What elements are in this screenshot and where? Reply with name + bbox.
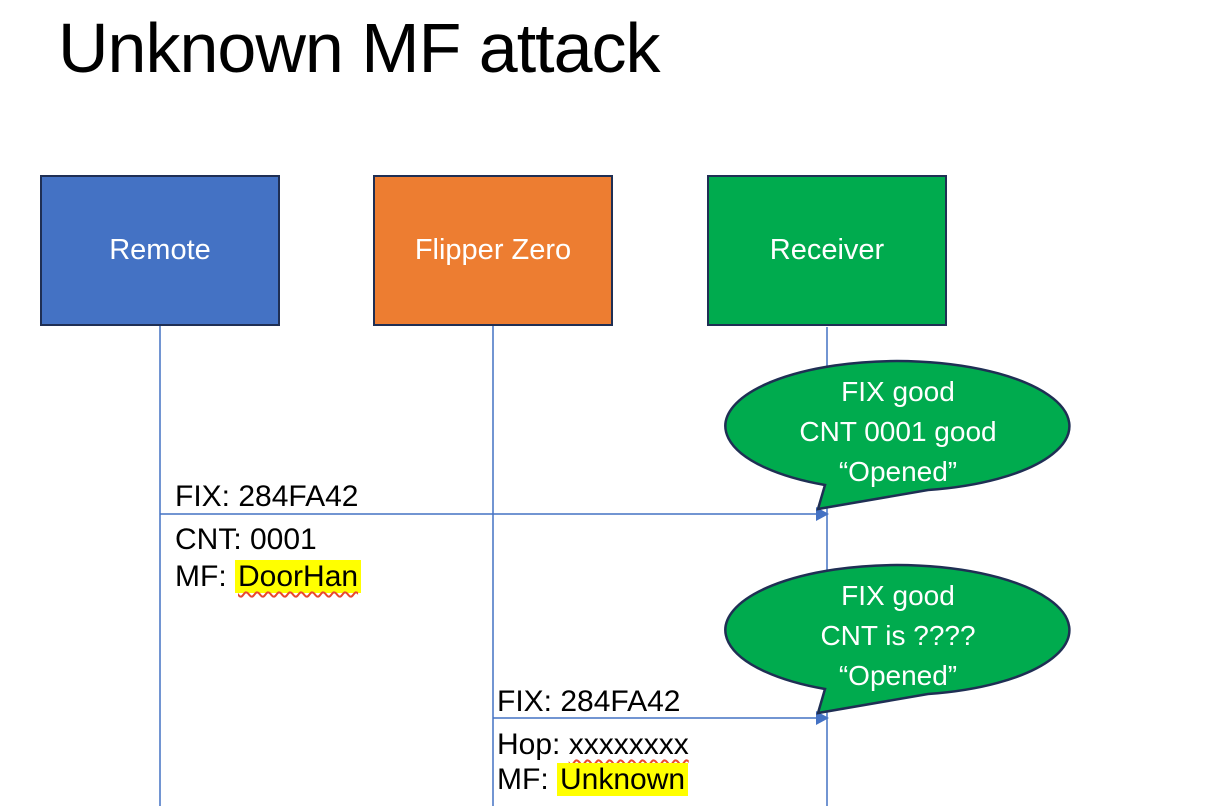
- message-2-line-3: MF: Unknown: [497, 763, 689, 797]
- message-2-line-3-prefix: MF:: [497, 763, 557, 796]
- callout-2-text: FIX good CNT is ???? “Opened”: [733, 576, 1063, 696]
- callout-2-line-1: FIX good: [841, 580, 955, 611]
- callout-2-line-2: CNT is ????: [820, 620, 976, 651]
- callout-bubble-1: [724, 359, 1071, 511]
- message-2-line-2: Hop: xxxxxxxx: [497, 728, 689, 762]
- callout-1-line-2: CNT 0001 good: [799, 416, 997, 447]
- message-1-line-3-highlighted-value: DoorHan: [235, 560, 362, 593]
- callout-2-line-3: “Opened”: [838, 660, 958, 691]
- callout-1-line-1: FIX good: [841, 376, 955, 407]
- message-1-line-3-prefix: MF:: [175, 560, 235, 593]
- message-1-line-2: CNT: 0001: [175, 523, 317, 556]
- actor-label-remote: Remote: [109, 234, 211, 266]
- message-2-line-1: FIX: 284FA42: [497, 685, 681, 718]
- callout-1-text: FIX good CNT 0001 good “Opened”: [733, 372, 1063, 492]
- message-arrow-1-head: [816, 507, 829, 521]
- actor-label-receiver: Receiver: [769, 234, 885, 266]
- message-1-line-1: FIX: 284FA42: [175, 480, 359, 513]
- actor-box-remote: Remote: [40, 175, 280, 326]
- actor-box-flipper-zero: Flipper Zero: [373, 175, 613, 326]
- slide-title: Unknown MF attack: [58, 9, 661, 87]
- message-arrow-2-head: [816, 711, 829, 725]
- message-1-line-3: MF: DoorHan: [175, 560, 362, 594]
- actor-label-flipper-zero: Flipper Zero: [414, 234, 572, 266]
- message-2-line-2-squiggle-value: xxxxxxxx: [568, 728, 689, 761]
- actor-box-receiver: Receiver: [707, 175, 947, 326]
- callout-1-line-3: “Opened”: [838, 456, 958, 487]
- message-2-line-2-prefix: Hop:: [497, 728, 569, 761]
- message-2-line-3-highlighted-value: Unknown: [557, 763, 689, 796]
- callout-bubble-2: [724, 563, 1071, 715]
